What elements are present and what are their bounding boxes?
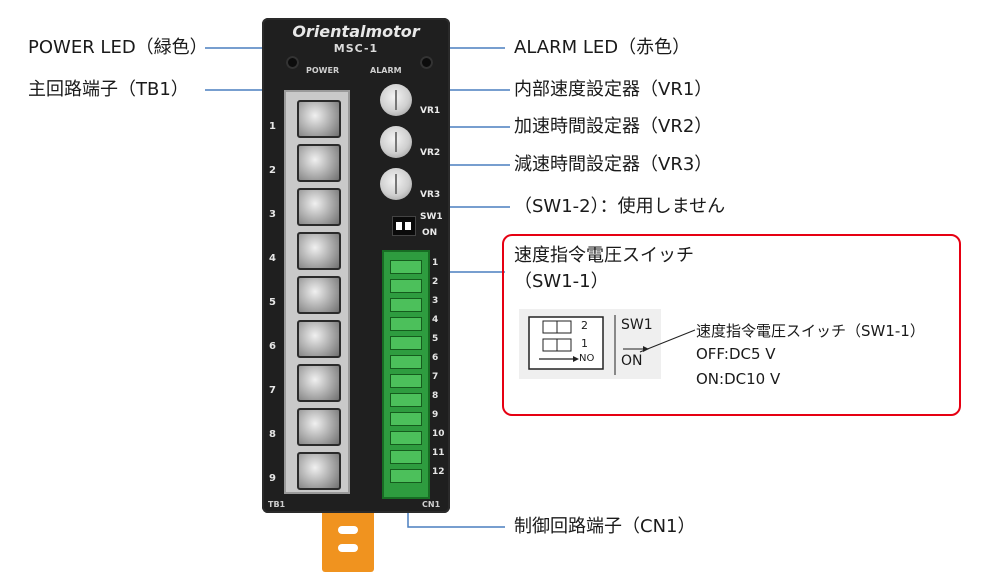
tb1-tag: TB1 — [268, 500, 286, 509]
tb1-number: 9 — [269, 473, 276, 484]
main-terminal-label: 主回路端子（TB1） — [28, 79, 189, 100]
cn1-pin — [390, 336, 422, 350]
dip-switch-diagram — [528, 315, 649, 375]
tb1-screw — [297, 276, 341, 314]
tb1-terminal-block — [284, 90, 350, 494]
tb1-number: 8 — [269, 429, 276, 440]
cn1-number: 5 — [432, 334, 439, 344]
vr3-label: 減速時間設定器（VR3） — [514, 154, 713, 175]
din-rail-clip — [322, 508, 374, 572]
cn1-pin — [390, 450, 422, 464]
cn1-number: 12 — [432, 467, 445, 477]
sw1-inset-diagram: 2 1 NO SW1 ON — [519, 309, 661, 379]
inset-no-label: NO — [579, 353, 595, 364]
tb1-screw — [297, 100, 341, 138]
tb1-screw — [297, 408, 341, 446]
vr2-label: 加速時間設定器（VR2） — [514, 116, 713, 137]
cn1-tag: CN1 — [422, 500, 441, 509]
cn1-number: 3 — [432, 296, 439, 306]
cn1-number: 10 — [432, 429, 445, 439]
vr2-tag: VR2 — [420, 148, 441, 158]
cn1-pin — [390, 469, 422, 483]
on-tag: ON — [422, 228, 438, 238]
vr3-tag: VR3 — [420, 190, 441, 200]
tb1-screw — [297, 232, 341, 270]
cn1-number: 8 — [432, 391, 439, 401]
inset-sw1-label: SW1 — [621, 317, 653, 333]
tb1-number: 1 — [269, 121, 276, 132]
inset-pos2: 2 — [581, 319, 588, 332]
cn1-pin — [390, 374, 422, 388]
vr1-label: 内部速度設定器（VR1） — [514, 79, 713, 100]
tb1-screw — [297, 364, 341, 402]
inset-off-text: OFF:DC5 V — [696, 345, 776, 363]
cn1-terminal-block — [382, 250, 430, 499]
brand-logo: Orientalmotor — [292, 22, 420, 41]
sw1-1-id-label: （SW1-1） — [514, 271, 609, 292]
alarm-tag: ALARM — [370, 66, 402, 75]
tb1-number: 6 — [269, 341, 276, 352]
sw1-1-highlight-box — [502, 234, 961, 416]
sw1-2-label: （SW1-2）：使用しません — [514, 196, 726, 217]
sw1-dip-switch[interactable] — [392, 216, 416, 236]
tb1-number: 5 — [269, 297, 276, 308]
vr2-potentiometer[interactable] — [380, 126, 412, 158]
tb1-screw — [297, 144, 341, 182]
inset-pos1: 1 — [581, 337, 588, 350]
sw1-tag: SW1 — [420, 212, 443, 222]
cn1-pin — [390, 317, 422, 331]
cn1-pin — [390, 355, 422, 369]
vr3-potentiometer[interactable] — [380, 168, 412, 200]
power-led-label: POWER LED（緑色） — [28, 37, 208, 58]
cn1-number: 11 — [432, 448, 445, 458]
tb1-number: 7 — [269, 385, 276, 396]
cn1-number: 9 — [432, 410, 439, 420]
cn1-pin — [390, 279, 422, 293]
vr1-potentiometer[interactable] — [380, 84, 412, 116]
tb1-screw — [297, 452, 341, 490]
control-terminal-label: 制御回路端子（CN1） — [514, 516, 696, 537]
cn1-pin — [390, 260, 422, 274]
cn1-pin — [390, 393, 422, 407]
inset-on-label: ON — [621, 353, 643, 369]
motor-controller-device: Orientalmotor MSC-1 POWER ALARM 1 2 3 4 … — [262, 18, 450, 513]
tb1-number: 4 — [269, 253, 276, 264]
cn1-pin — [390, 298, 422, 312]
tb1-screw — [297, 320, 341, 358]
cn1-pin — [390, 431, 422, 445]
model-label: MSC-1 — [333, 42, 379, 55]
cn1-number: 6 — [432, 353, 439, 363]
tb1-number: 3 — [269, 209, 276, 220]
alarm-led-label: ALARM LED（赤色） — [514, 37, 691, 58]
cn1-number: 2 — [432, 277, 439, 287]
vr1-tag: VR1 — [420, 106, 441, 116]
cn1-number: 1 — [432, 258, 439, 268]
inset-desc-title: 速度指令電圧スイッチ（SW1-1） — [696, 322, 925, 340]
alarm-led — [420, 56, 433, 69]
tb1-screw — [297, 188, 341, 226]
sw1-1-title-label: 速度指令電圧スイッチ — [514, 245, 694, 266]
tb1-number: 2 — [269, 165, 276, 176]
cn1-number: 7 — [432, 372, 439, 382]
cn1-pin — [390, 412, 422, 426]
cn1-number: 4 — [432, 315, 439, 325]
power-led — [286, 56, 299, 69]
power-tag: POWER — [306, 66, 340, 75]
inset-on-text: ON:DC10 V — [696, 370, 781, 388]
